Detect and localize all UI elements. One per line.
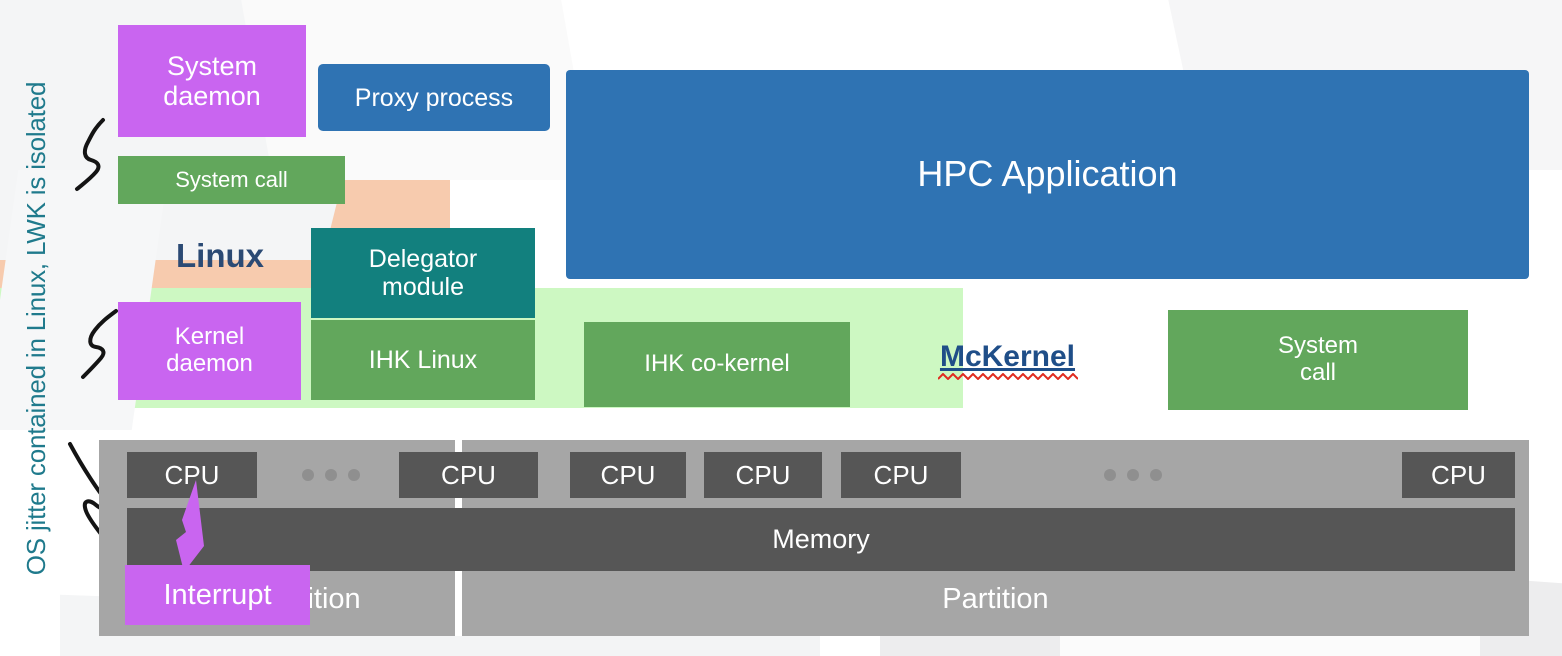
cpu-ellipsis-right [1104,469,1162,481]
memory-label: Memory [772,524,870,554]
kernel-daemon-box: Kernel daemon [118,302,301,400]
proxy-process-label: Proxy process [354,83,514,112]
cpu-box: CPU [841,452,961,498]
mckernel-system-call-box: System call [1168,310,1468,410]
delegator-module-box: Delegator module [311,228,535,318]
ellipsis-dot [1104,469,1116,481]
mckernel-label: McKernel [900,332,1115,382]
mckernel-system-call-label-line1: System [1277,332,1358,360]
cpu-label: CPU [1431,459,1486,490]
interrupt-pointer-tail [176,480,204,572]
cpu-ellipsis-left [302,469,360,481]
interrupt-label: Interrupt [163,578,272,611]
cpu-box: CPU [1402,452,1515,498]
delegator-module-label-line1: Delegator [368,245,478,273]
cpu-label: CPU [735,459,791,490]
linux-system-call-box: System call [118,156,345,204]
interrupt-callout: Interrupt [125,565,310,625]
system-daemon-label-line2: daemon [163,81,261,111]
mckernel-label-text: McKernel [939,340,1076,374]
delegator-module-label-line2: module [382,273,464,301]
partition-right-label: Partition [942,582,1049,615]
vertical-caption-label: OS jitter contained in Linux, LWK is iso… [21,81,52,575]
memory-band: Memory [127,508,1515,571]
hpc-application-box: HPC Application [566,70,1529,279]
ellipsis-dot [1127,469,1139,481]
ihk-cokernel-label: IHK co-kernel [644,350,790,378]
cpu-label: CPU [600,459,656,490]
spellcheck-squiggle-icon [937,373,1078,380]
system-daemon-label-line1: System [166,50,257,81]
kernel-daemon-label-line1: Kernel [174,323,245,351]
ellipsis-dot [348,469,360,481]
mckernel-system-call-label-line2: call [1299,359,1336,386]
cpu-box: CPU [570,452,686,498]
vertical-caption: OS jitter contained in Linux, LWK is iso… [14,0,60,656]
linux-label-text: Linux [176,236,264,274]
kernel-daemon-label-line2: daemon [166,350,253,377]
ihk-linux-label: IHK Linux [368,346,478,374]
ihk-linux-box: IHK Linux [311,320,535,400]
linux-system-call-label: System call [175,166,288,192]
hpc-application-label: HPC Application [917,153,1178,195]
proxy-process-box: Proxy process [318,64,550,131]
cpu-label: CPU [164,459,220,490]
partition-right: Partition [462,571,1529,627]
linux-label: Linux [155,230,285,282]
cpu-label: CPU [441,459,496,490]
ellipsis-dot [1150,469,1162,481]
cpu-label: CPU [873,459,929,490]
ellipsis-dot [302,469,314,481]
ellipsis-dot [325,469,337,481]
cpu-box: CPU [704,452,822,498]
system-daemon-box: System daemon [118,25,306,137]
ihk-cokernel-box: IHK co-kernel [584,322,850,407]
cpu-box: CPU [127,452,257,498]
cpu-box: CPU [399,452,538,498]
